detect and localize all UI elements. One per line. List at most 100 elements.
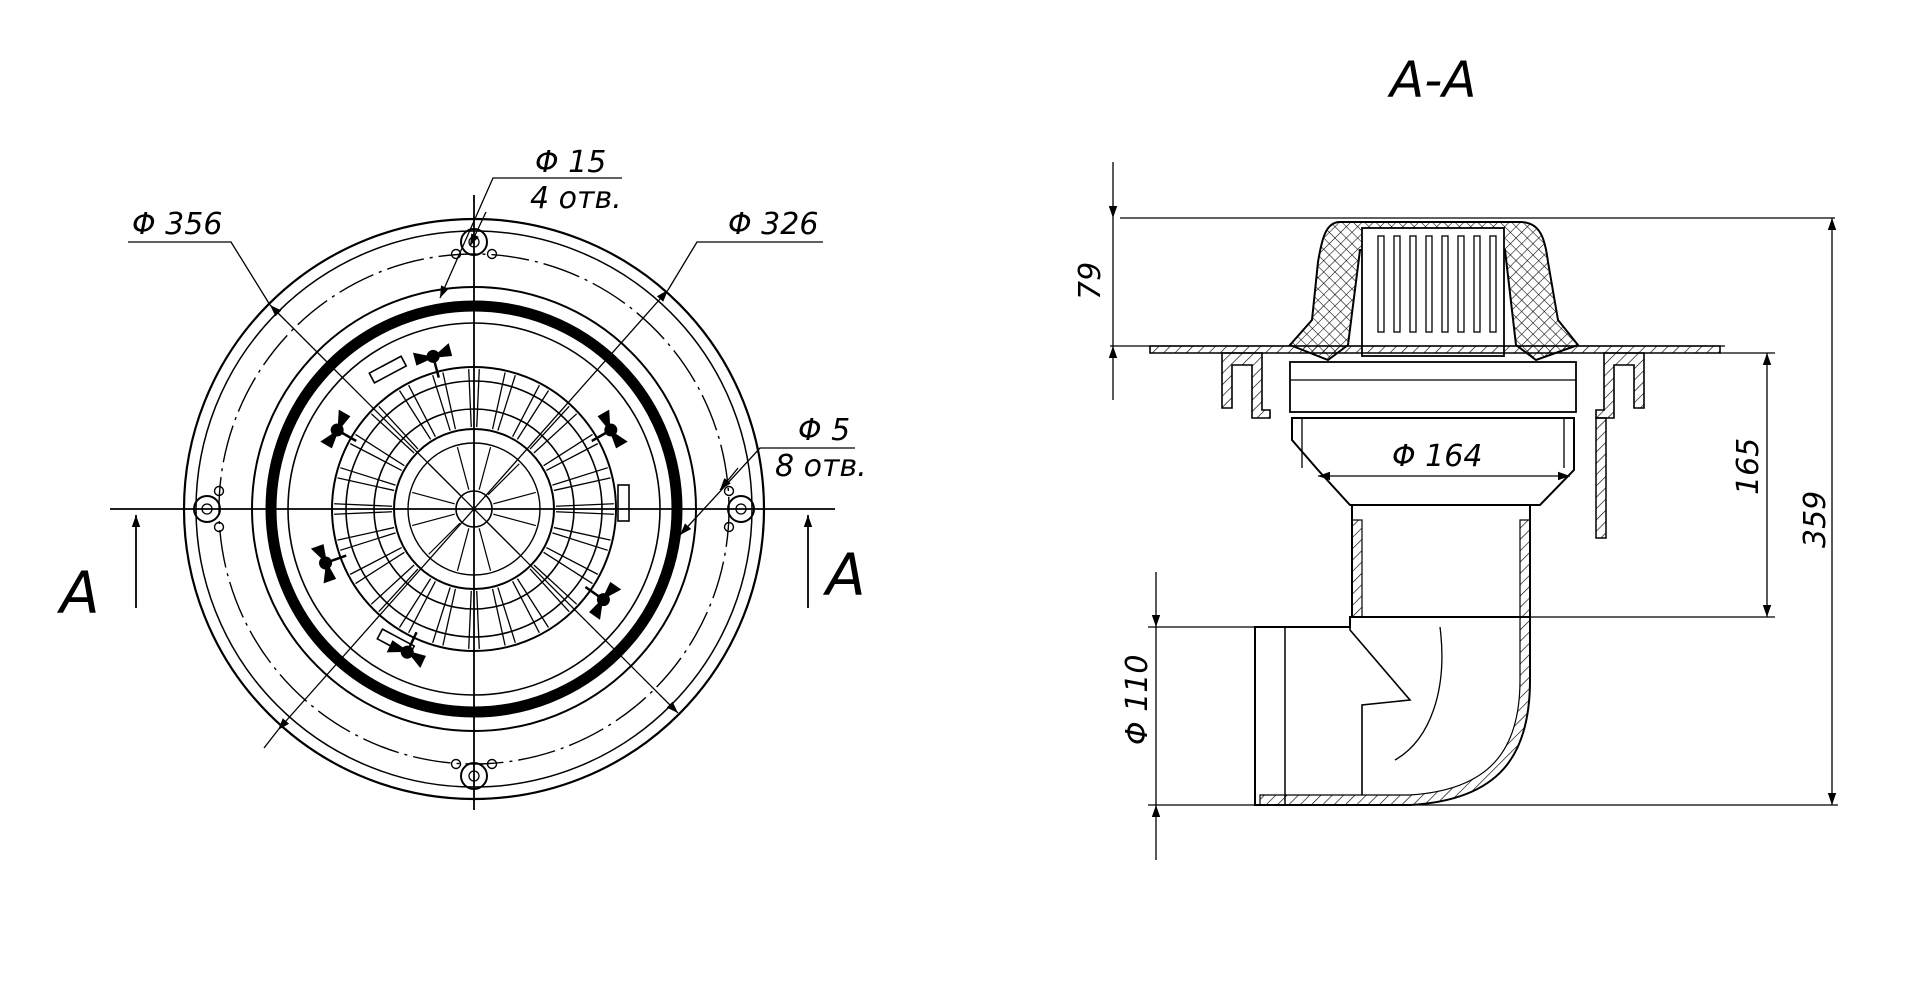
elbow-wall-hatch <box>1259 616 1531 806</box>
dim-165-label: 165 <box>1731 438 1766 495</box>
dim-5-lower <box>719 467 739 491</box>
grate-rib <box>468 369 472 428</box>
grate-spoke <box>412 491 455 505</box>
grate-rib <box>337 526 395 541</box>
bolt-hole <box>460 228 488 256</box>
small-hole-count-label: 8 отв. <box>775 449 867 484</box>
elbow-inner-curve <box>1394 626 1443 761</box>
dim-5-leader <box>679 447 855 536</box>
section-title: A-A <box>1387 51 1476 109</box>
spigot-wall-left <box>1351 519 1363 618</box>
grate-spoke <box>428 522 461 555</box>
grate-slots <box>1377 235 1497 333</box>
section-view-a-a: A-A 79 <box>1073 51 1838 860</box>
clamp-ring-right <box>1595 352 1645 419</box>
grate-rib <box>491 588 506 646</box>
grate-slot <box>1425 235 1433 333</box>
grate-rib <box>334 511 393 515</box>
small-hole <box>450 248 462 260</box>
dim-5-label: Φ 5 <box>798 413 850 448</box>
elbow-inner <box>1349 627 1412 795</box>
dim-356-leader <box>128 241 271 306</box>
bolt-hole <box>460 762 488 790</box>
grate-rib <box>468 590 472 649</box>
section-mark-left: A <box>56 559 100 627</box>
grate-rib <box>334 503 393 507</box>
dim-326-label: Φ 326 <box>728 207 818 242</box>
dim-79-label: 79 <box>1073 262 1108 300</box>
small-holes <box>213 248 735 770</box>
grate-slot <box>1393 235 1401 333</box>
bolt-hole <box>193 495 221 523</box>
grate-spoke <box>456 447 470 490</box>
bolt-hole-count-label: 4 отв. <box>530 181 622 216</box>
grate-rib <box>442 372 457 430</box>
dim-15-label: Φ 15 <box>535 145 606 180</box>
bolt-hole-center <box>468 770 480 782</box>
grate-spoke <box>478 528 492 571</box>
outer-flange-inner-circle <box>195 230 753 788</box>
small-hole <box>450 758 462 770</box>
grate-interior <box>1361 227 1505 357</box>
clamp-ring-left <box>1221 352 1271 419</box>
grate-rib <box>553 477 611 492</box>
wing-nut-hub <box>426 349 440 363</box>
grate-spoke <box>478 447 492 490</box>
dim-326-diagonal <box>277 289 669 731</box>
bolt-hole <box>727 495 755 523</box>
grate-spoke <box>493 491 536 505</box>
small-hole <box>213 521 225 533</box>
dim-356-label: Φ 356 <box>132 207 222 242</box>
wing-nut <box>412 343 453 378</box>
grate-spoke <box>412 513 455 527</box>
grate-tab <box>368 355 408 384</box>
dim-110-label: Φ 110 <box>1120 655 1155 745</box>
dim-15-leader <box>439 177 622 299</box>
grate-tab <box>617 484 630 522</box>
grate-spoke <box>487 463 520 496</box>
dim-326-extension <box>263 729 279 749</box>
heating-cable <box>1595 417 1607 539</box>
small-hole <box>486 758 498 770</box>
grate-dome-hatch <box>1288 221 1580 362</box>
grate-spoke <box>493 513 536 527</box>
spigot <box>1351 504 1531 618</box>
small-hole <box>486 248 498 260</box>
grate-slot <box>1441 235 1449 333</box>
grate-slot <box>1409 235 1417 333</box>
spigot-wall-right <box>1519 519 1531 618</box>
grate-rib <box>442 588 457 646</box>
dim-164-label: Φ 164 <box>1392 439 1482 474</box>
dim-15-lower <box>469 211 487 247</box>
grate-spoke <box>456 528 470 571</box>
wing-nut-shank <box>433 361 441 378</box>
bolt-hole-center <box>735 503 747 515</box>
clamp-ring-outer <box>251 286 697 732</box>
grate-rib <box>555 503 614 507</box>
section-mark-right: A <box>822 541 866 609</box>
roof-flange <box>1149 345 1721 354</box>
wing-nut <box>591 409 628 449</box>
dim-359-label: 359 <box>1798 491 1833 548</box>
grate-rib <box>553 526 611 541</box>
wing-nut-shank <box>330 554 347 563</box>
grate-slot <box>1489 235 1497 333</box>
wing-nut <box>320 409 357 449</box>
grate-slot <box>1457 235 1465 333</box>
wing-nut-hub <box>319 556 333 570</box>
bolt-holes <box>193 228 755 790</box>
grate-rib <box>491 372 506 430</box>
grate-rib <box>476 369 480 428</box>
dim-326-leader <box>667 241 823 291</box>
small-hole <box>213 485 225 497</box>
clamp-ring-inner-frame <box>1289 361 1577 413</box>
grate-rib <box>476 590 480 649</box>
wing-nut <box>310 544 347 584</box>
plan-view: Φ 356 Φ 326 Φ 15 4 отв. Φ 5 8 отв. A A <box>56 145 867 810</box>
grate-slot <box>1473 235 1481 333</box>
outer-flange-circle <box>182 217 766 801</box>
grate-slot <box>1377 235 1385 333</box>
small-hole <box>723 521 735 533</box>
leaf-guard-grate <box>331 355 630 657</box>
